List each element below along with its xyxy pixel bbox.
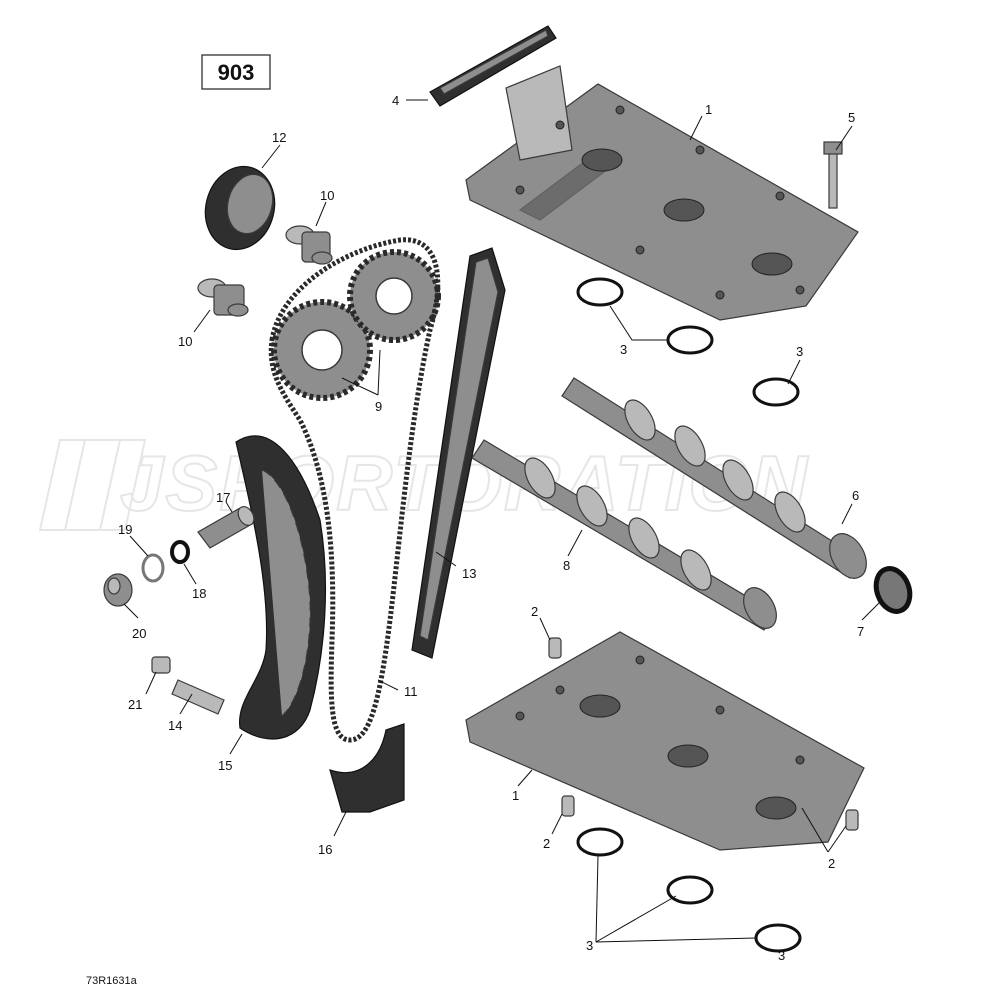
callout-11: 11 [404, 684, 418, 699]
callout-13: 13 [462, 566, 476, 581]
callout-7: 7 [857, 624, 864, 639]
ring-5 [666, 875, 714, 905]
top-chain-guide [429, 25, 557, 107]
ring-2 [666, 325, 714, 355]
chain-guide-long [411, 247, 506, 659]
bushing-lower [197, 278, 249, 317]
plug-screw [103, 573, 133, 607]
tensioner-plunger [197, 506, 255, 549]
callout-18: 18 [192, 586, 206, 601]
ring-4 [576, 827, 624, 857]
figure-code: 73R1631a [86, 975, 138, 987]
cam-cover [204, 165, 276, 251]
washer [141, 553, 165, 583]
camshaft-upper [561, 377, 867, 579]
ring-3 [752, 377, 800, 407]
dowel-sleeve-c [845, 809, 859, 831]
callout-14: 14 [168, 718, 182, 733]
camshaft-housing-upper [465, 65, 859, 321]
dowel-pin [151, 656, 171, 674]
camshaft-lower [471, 439, 777, 631]
callout-12: 12 [272, 130, 286, 145]
lower-chain-guide [329, 723, 405, 813]
seal-ring [170, 540, 190, 564]
callout-labels: 1 1 2 2 2 3 3 3 3 4 5 6 7 8 9 10 10 11 1… [118, 93, 864, 963]
callout-2-c: 2 [828, 856, 835, 871]
callout-1-lower: 1 [512, 788, 519, 803]
camshaft-seal [873, 566, 913, 614]
tensioner-guide [235, 435, 327, 740]
dowel-sleeve-a [548, 637, 562, 659]
sprockets [271, 249, 441, 401]
callout-1-upper: 1 [705, 102, 712, 117]
callout-10-lower: 10 [178, 334, 192, 349]
callout-6: 6 [852, 488, 859, 503]
callout-21: 21 [128, 697, 142, 712]
callout-17: 17 [216, 490, 230, 505]
camshaft-housing-lower [465, 631, 865, 851]
callout-3-c: 3 [586, 938, 593, 953]
callout-2-b: 2 [543, 836, 550, 851]
callout-15: 15 [218, 758, 232, 773]
callout-2-a: 2 [531, 604, 538, 619]
callout-3-a: 3 [620, 342, 627, 357]
dowel-sleeve-b [561, 795, 575, 817]
callout-20: 20 [132, 626, 146, 641]
callout-4: 4 [392, 93, 399, 108]
reference-number: 903 [201, 54, 271, 90]
callout-3-d: 3 [778, 948, 785, 963]
bolt [823, 141, 843, 209]
callout-9: 9 [375, 399, 382, 414]
callout-8: 8 [563, 558, 570, 573]
callout-16: 16 [318, 842, 332, 857]
callout-10-upper: 10 [320, 188, 334, 203]
bushing-upper [285, 225, 333, 265]
callout-3-b: 3 [796, 344, 803, 359]
timing-chain [268, 237, 441, 743]
ring-1 [576, 277, 624, 307]
reference-number-text: 903 [218, 60, 255, 85]
pivot-pin [171, 679, 225, 715]
leader-lines [123, 99, 881, 943]
callout-19: 19 [118, 522, 132, 537]
callout-5: 5 [848, 110, 855, 125]
